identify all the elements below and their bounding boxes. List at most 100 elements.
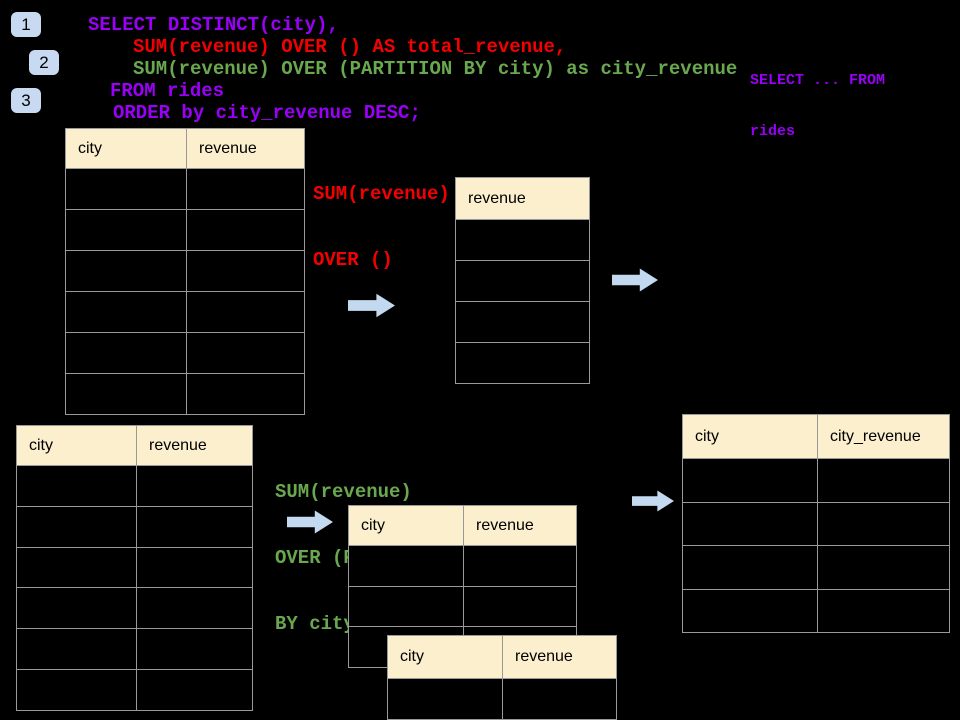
column-header-revenue: revenue (468, 189, 526, 207)
table-row (17, 669, 252, 710)
table-cell (818, 590, 949, 633)
table-cell (17, 506, 137, 547)
annotation-line: SUM(revenue) (313, 183, 450, 205)
right-arrow-icon (348, 293, 395, 318)
table-row (683, 545, 949, 589)
column-header-revenue: revenue (515, 648, 573, 665)
table-cell (503, 679, 616, 719)
table-row (66, 168, 304, 209)
table-cell (137, 588, 252, 628)
sql-line-order: ORDER by city_revenue DESC; (113, 102, 421, 124)
table-cell (456, 220, 589, 260)
table-cell (683, 502, 818, 545)
column-header-city-revenue: city_revenue (830, 427, 921, 445)
table-cell (456, 343, 589, 383)
annotation-line: OVER () (313, 249, 393, 271)
table-cell (456, 302, 589, 342)
table-row (683, 588, 949, 633)
column-header-city: city (17, 426, 137, 465)
table-row (349, 545, 576, 586)
table-cell (187, 292, 304, 332)
table-cell (17, 670, 137, 710)
table-body (17, 465, 252, 710)
table-cell (464, 587, 576, 627)
table-row (66, 250, 304, 291)
table-cell (464, 546, 576, 586)
right-arrow-icon (612, 268, 658, 292)
table-row (17, 546, 252, 588)
column-header-revenue: revenue (476, 516, 534, 534)
table-cell (456, 261, 589, 301)
sql-line-from: FROM rides (110, 80, 225, 102)
table-row (683, 458, 949, 502)
table-cell (818, 503, 949, 546)
table-cell (683, 589, 818, 632)
table-body (456, 219, 589, 383)
annotation-line: SUM(revenue) (275, 481, 412, 503)
table-row (456, 260, 589, 301)
table-final-result: city city_revenue (682, 414, 950, 633)
table-cell (187, 333, 304, 373)
table-row (456, 301, 589, 342)
table-cell (17, 588, 137, 629)
table-header-row: city revenue (17, 426, 252, 465)
side-note-line-2: rides (750, 123, 796, 140)
table-cell (818, 546, 949, 589)
table-cell (349, 586, 464, 627)
table-header-row: revenue (456, 178, 589, 219)
table-row (388, 678, 616, 719)
table-header-row: city revenue (388, 636, 616, 678)
column-header-city: city (683, 415, 818, 458)
table-cell (137, 629, 252, 669)
table-body (683, 458, 949, 632)
table-source-bottom: city revenue (16, 425, 253, 711)
table-cell (66, 251, 187, 291)
table-row (17, 587, 252, 629)
column-header-city: city (388, 636, 503, 678)
table-row (683, 501, 949, 546)
table-row (456, 342, 589, 383)
table-header-row: city revenue (66, 129, 304, 168)
table-cell (66, 210, 187, 250)
table-cell (683, 546, 818, 589)
table-row (17, 628, 252, 670)
table-row (456, 219, 589, 260)
table-cell (17, 629, 137, 670)
total-revenue-annotation: SUM(revenue) OVER () (313, 139, 450, 315)
side-note-line-1: SELECT ... FROM (750, 72, 886, 89)
table-cell (137, 548, 252, 588)
table-cell (66, 169, 187, 209)
table-cell (388, 679, 503, 719)
table-row (17, 505, 252, 547)
table-total-revenue: revenue (455, 177, 590, 384)
table-cell (683, 459, 818, 502)
table-cell (17, 466, 137, 506)
table-cell (187, 210, 304, 250)
table-cell (66, 292, 187, 332)
table-header-row: city revenue (349, 506, 576, 545)
table-body (388, 678, 616, 720)
table-row (17, 465, 252, 506)
table-header-row: city city_revenue (683, 415, 949, 458)
column-header-city: city (349, 506, 464, 545)
column-header-city: city (66, 129, 187, 168)
table-cell (137, 466, 252, 506)
step-badge-1: 1 (11, 12, 41, 37)
sql-line-partition: SUM(revenue) OVER (PARTITION BY city) as… (133, 58, 738, 80)
table-cell (17, 547, 137, 588)
table-source-top: city revenue (65, 128, 305, 415)
column-header-revenue: revenue (149, 436, 207, 454)
table-body (66, 168, 304, 414)
table-cell (349, 546, 464, 586)
table-cell (137, 507, 252, 547)
table-cell (187, 169, 304, 209)
step-badge-2: 2 (29, 50, 59, 75)
table-cell (187, 251, 304, 291)
table-cell (137, 670, 252, 710)
table-row (66, 332, 304, 373)
right-arrow-icon (632, 488, 674, 514)
right-arrow-icon (287, 510, 333, 534)
table-cell (66, 333, 187, 373)
table-row (66, 209, 304, 250)
